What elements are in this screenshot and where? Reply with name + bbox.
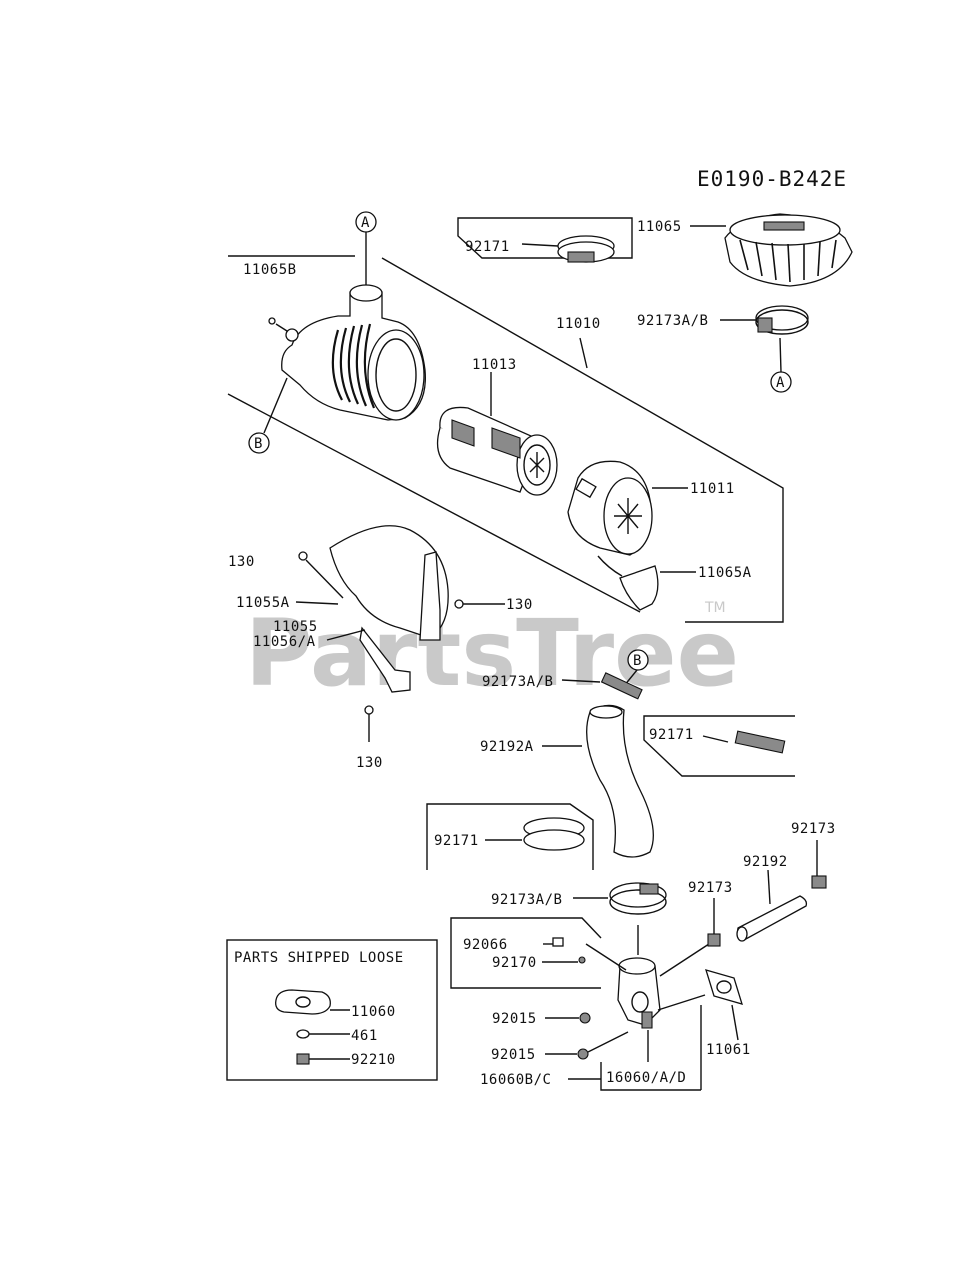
- label-92015-a: 92015: [492, 1011, 537, 1027]
- label-92210: 92210: [351, 1052, 396, 1068]
- air-cleaner-cap-drawing: [567, 460, 688, 556]
- label-11065: 11065: [637, 219, 682, 235]
- precleaner-cover-drawing: [690, 213, 853, 287]
- label-11011: 11011: [690, 481, 735, 497]
- label-92192: 92192: [743, 854, 788, 870]
- label-11013: 11013: [472, 357, 517, 373]
- callout-a-top: A: [355, 211, 377, 292]
- label-11065a: 11065A: [698, 565, 752, 581]
- hose-clamp-top-drawing: [521, 235, 615, 263]
- evacuator-valve-drawing: [597, 555, 696, 611]
- small-clamp-mid-drawing: [707, 898, 721, 947]
- label-11065b: 11065B: [243, 262, 297, 278]
- clamp-box-top: [457, 217, 633, 259]
- label-92173-right: 92173: [791, 821, 836, 837]
- clamp-top-right-drawing: [720, 305, 809, 335]
- breather-hose-drawing: [736, 869, 808, 942]
- clamp-box-low: [426, 803, 594, 870]
- intake-pipe-outline: [450, 917, 639, 989]
- label-11060: 11060: [351, 1004, 396, 1020]
- label-16060bc: 16060B/C: [480, 1072, 551, 1088]
- label-92173ab-mid: 92173A/B: [482, 674, 553, 690]
- label-92173-mid: 92173: [688, 880, 733, 896]
- intake-pipe-drawing: [542, 937, 713, 1062]
- diagram-code: E0190-B242E: [697, 167, 847, 191]
- label-11056a: 11056/A: [253, 634, 316, 650]
- part-labels: 11065B 92171 11065 92173A/B 11010 11013 …: [228, 219, 836, 1088]
- part-bracket-lines: [568, 1062, 701, 1091]
- filter-element-drawing: [436, 372, 558, 496]
- label-92170: 92170: [492, 955, 537, 971]
- svg-text:A: A: [361, 215, 370, 231]
- bracket-drawing: [295, 525, 505, 742]
- label-11010: 11010: [556, 316, 601, 332]
- air-cleaner-housing-drawing: [268, 284, 426, 421]
- callout-a-right: A: [770, 337, 792, 393]
- label-92066: 92066: [463, 937, 508, 953]
- svg-text:B: B: [633, 653, 642, 669]
- watermark-trademark: TM: [704, 600, 726, 616]
- clamp-low-drawing: [573, 882, 667, 915]
- watermark: PartsTree: [245, 600, 739, 707]
- svg-text:A: A: [776, 375, 785, 391]
- clamp-box-mid: [643, 715, 795, 777]
- label-92171-top: 92171: [465, 239, 510, 255]
- label-16060ad: 16060/A/D: [606, 1070, 686, 1086]
- label-130-b: 130: [506, 597, 533, 613]
- label-92192a: 92192A: [480, 739, 534, 755]
- label-461: 461: [351, 1028, 378, 1044]
- label-92173ab-top: 92173A/B: [637, 313, 708, 329]
- label-11055: 11055: [273, 619, 318, 635]
- loose-box-title: PARTS SHIPPED LOOSE: [234, 950, 404, 966]
- label-92173ab-low: 92173A/B: [491, 892, 562, 908]
- parts-shipped-loose-box: PARTS SHIPPED LOOSE: [226, 939, 438, 1081]
- label-92015-b: 92015: [491, 1047, 536, 1063]
- label-11055a: 11055A: [236, 595, 290, 611]
- nut-lower-drawing: [545, 1031, 629, 1060]
- label-130-c: 130: [356, 755, 383, 771]
- callout-b-left: B: [248, 377, 288, 454]
- svg-text:B: B: [254, 436, 263, 452]
- label-130-a: 130: [228, 554, 255, 570]
- label-11061: 11061: [706, 1042, 751, 1058]
- small-clamp-right-drawing: [811, 840, 827, 889]
- nut-upper-drawing: [545, 1012, 591, 1024]
- label-92171-mid: 92171: [649, 727, 694, 743]
- intake-hose-drawing: [542, 672, 654, 858]
- label-92171-low: 92171: [434, 833, 479, 849]
- gasket-drawing: [700, 969, 743, 1090]
- air-cleaner-assembly-outline: [227, 255, 784, 623]
